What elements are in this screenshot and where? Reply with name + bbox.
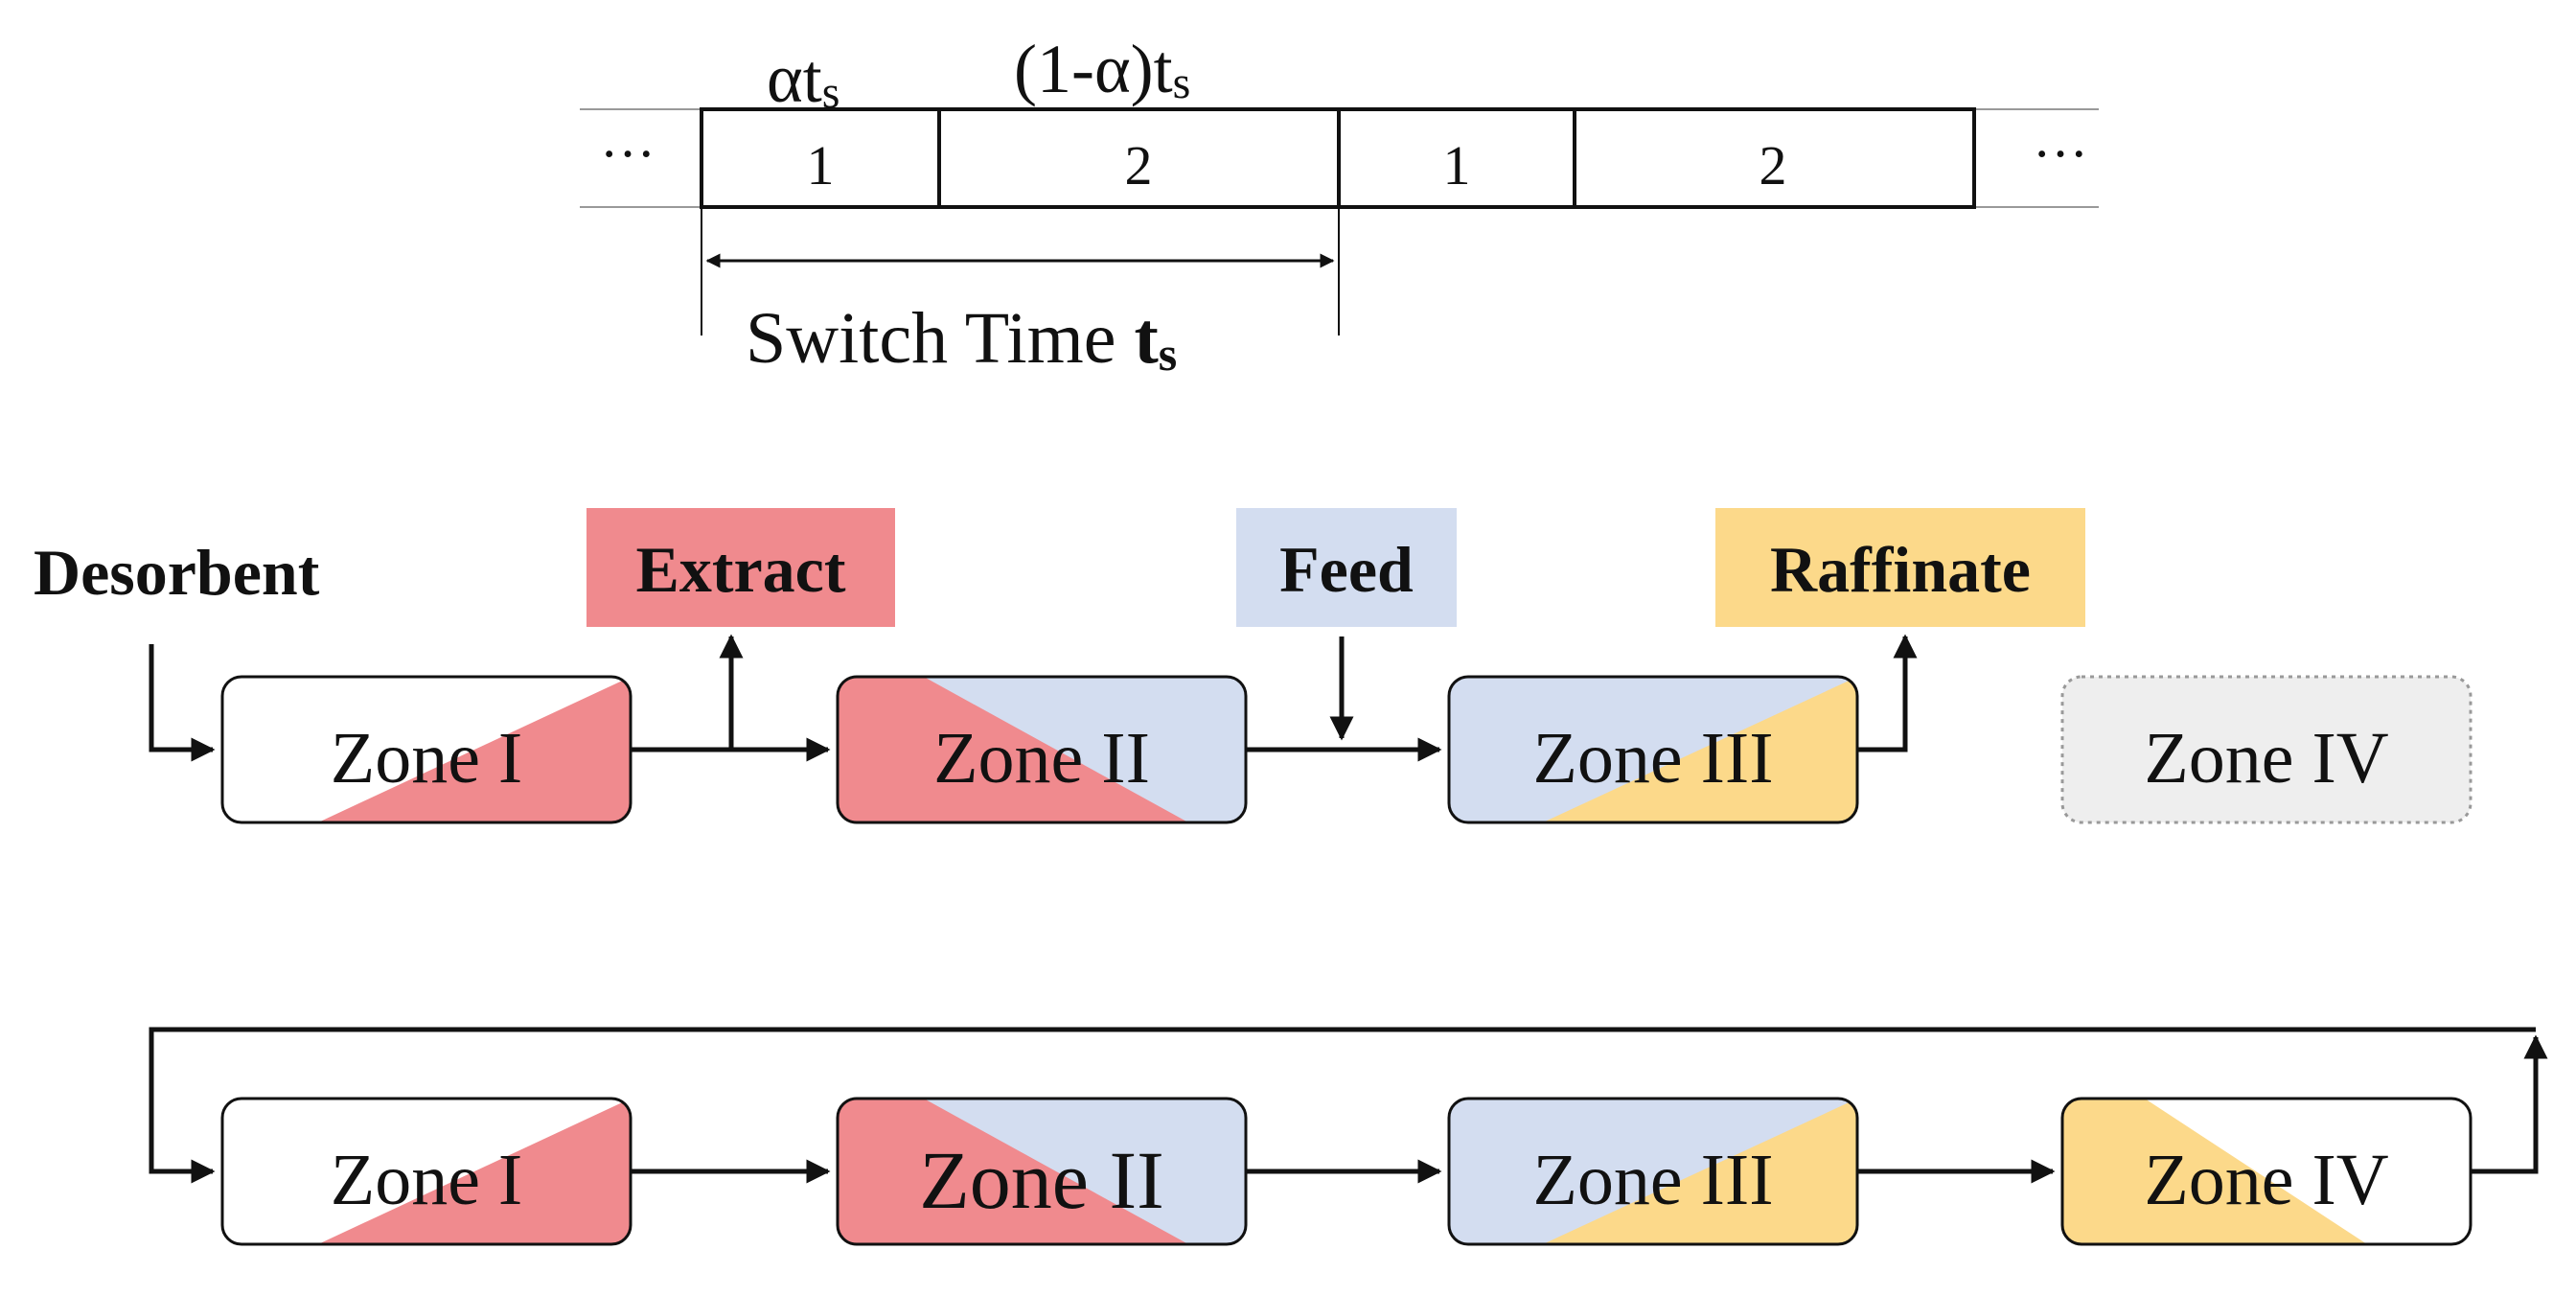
zone-3-label: Zone III (1532, 1140, 1773, 1220)
extract-label: Extract (635, 533, 845, 606)
zone-3-label: Zone III (1532, 718, 1773, 798)
segment-label: 2 (1760, 134, 1787, 197)
step1-row: Desorbent Extract Feed Raffinate Zone I … (34, 508, 2472, 824)
raffinate-label-bg (1715, 508, 2085, 627)
zone-2-box: Zone II (836, 675, 1248, 824)
recycle-loop-arrow (149, 1027, 2536, 1184)
zone-4-label: Zone IV (2144, 1140, 2388, 1220)
zone-2-label: Zone II (919, 1134, 1163, 1226)
desorbent-inlet-arrow (149, 644, 216, 762)
zone-4-box: Zone IV (2060, 1097, 2472, 1246)
zone4-outlet-arrow (2471, 1034, 2548, 1174)
zone-4-label: Zone IV (2144, 718, 2388, 798)
segment-label: 1 (1443, 134, 1471, 197)
zone-1-box: Zone I (220, 675, 632, 824)
zone-3-box: Zone III (1447, 675, 1859, 824)
zone-1-label: Zone I (331, 718, 522, 798)
ellipsis-left: ··· (600, 123, 656, 185)
desorbent-label: Desorbent (34, 536, 320, 609)
zone-1-label: Zone I (331, 1140, 522, 1220)
zone-4-box-inactive: Zone IV (2060, 675, 2472, 824)
switch-time-label: Switch Time ts (746, 298, 1177, 381)
feed-label: Feed (1279, 533, 1414, 606)
alpha-ts-label: αts (767, 40, 840, 118)
segment-label: 1 (807, 134, 835, 197)
raffinate-outlet-arrow (1857, 634, 1918, 752)
switch-timeline: ··· ··· 1 2 1 2 αts (1-α)ts Switch Time … (580, 31, 2099, 381)
one-minus-alpha-ts-label: (1-α)ts (1014, 31, 1190, 108)
zone-3-box: Zone III (1447, 1097, 1859, 1246)
zone-1-box: Zone I (220, 1097, 632, 1246)
zone-2-label: Zone II (933, 718, 1150, 798)
feed-label-bg (1236, 508, 1457, 627)
ellipsis-right: ··· (2033, 123, 2088, 185)
zone-2-box: Zone II (836, 1097, 1248, 1246)
segment-label: 2 (1125, 134, 1153, 197)
step2-row: Zone I Zone II Zone III (149, 1027, 2548, 1246)
raffinate-label: Raffinate (1770, 533, 2031, 606)
extract-label-bg (586, 508, 895, 627)
